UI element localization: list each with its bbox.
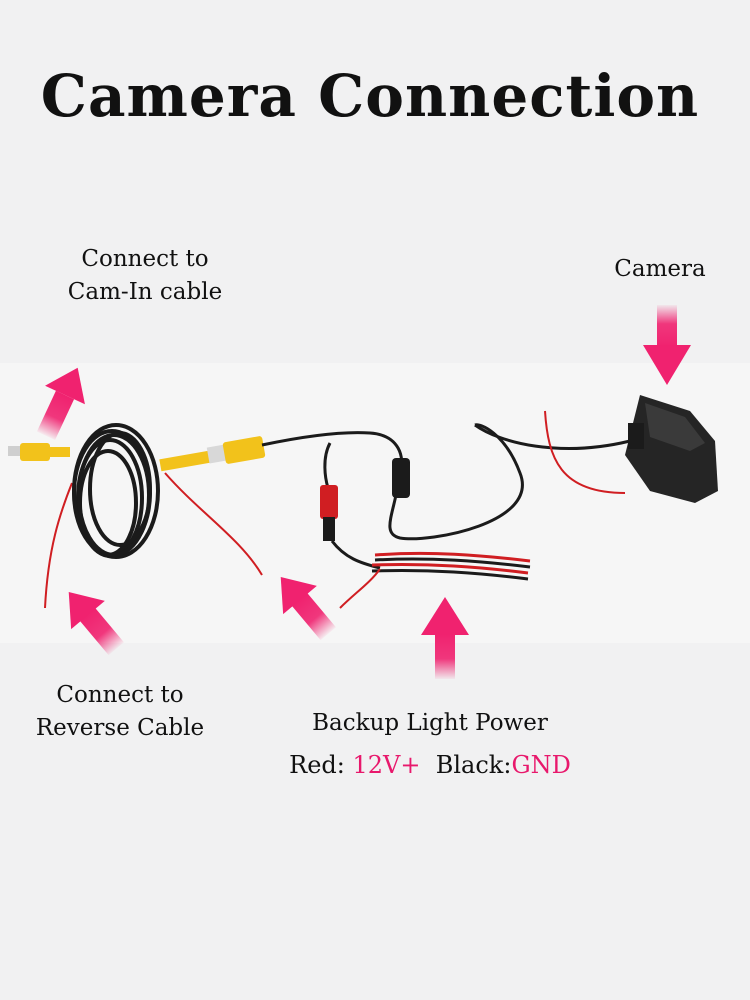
power-connector	[320, 485, 338, 541]
coiled-cable	[72, 423, 160, 559]
page-title: Camera Connection	[40, 62, 700, 130]
camera-red-wire	[544, 410, 626, 494]
reverse-label-line2: Reverse Cable	[35, 715, 205, 741]
video-cable	[261, 423, 524, 541]
camera-cable	[474, 423, 631, 450]
rca-connector-left	[8, 443, 70, 461]
backup-power-wires	[339, 551, 531, 609]
red-prefix: Red:	[289, 751, 353, 779]
wiring-illustration	[8, 395, 718, 609]
cam-in-label-line2: Cam-In cable	[67, 279, 223, 305]
power-cable	[330, 540, 381, 570]
black-prefix: Black:	[435, 751, 512, 779]
product-photo	[0, 363, 750, 643]
up-arrow-icon	[68, 592, 124, 656]
up-arrow-icon	[421, 597, 469, 679]
reverse-wire-left	[44, 482, 73, 609]
inline-filter	[392, 458, 410, 498]
reverse-label: Connect to Reverse Cable	[15, 679, 225, 745]
backup-power-label: Backup Light Power	[312, 710, 548, 736]
wire-spec: Red: 12V+ Black:GND	[265, 751, 595, 779]
down-arrow-icon	[36, 367, 85, 441]
cam-in-label-line1: Connect to	[81, 246, 209, 272]
camera-label: Camera	[614, 256, 706, 282]
rca-connector-right	[159, 436, 266, 472]
cam-in-label: Connect to Cam-In cable	[40, 243, 250, 309]
red-value: 12V+	[352, 751, 421, 779]
reverse-wire-right	[164, 472, 263, 576]
reverse-label-line1: Connect to	[56, 682, 184, 708]
black-value: GND	[511, 751, 571, 779]
down-arrow-icon	[643, 305, 691, 385]
camera-device-icon	[625, 395, 718, 503]
up-arrow-icon	[280, 577, 336, 641]
